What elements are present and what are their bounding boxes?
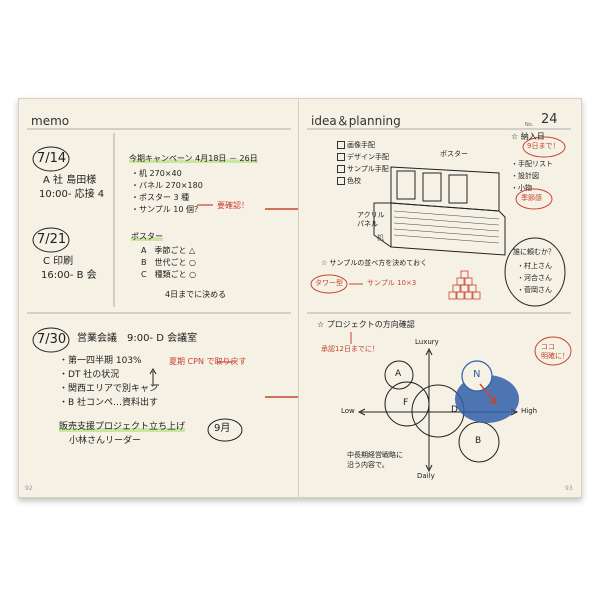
checklist-item-4[interactable]: 色校 — [337, 177, 361, 185]
sample-pyramid — [448, 270, 481, 300]
axis-left-label: Low — [341, 407, 355, 415]
project-note: 中長期経営戦略に 沿う内容で。 — [347, 451, 403, 469]
checklist-item-2[interactable]: デザイン手配 — [337, 153, 389, 161]
circle-label-d: D — [451, 405, 458, 415]
entry3-project: 販売支援プロジェクト立ち上げ — [59, 422, 186, 432]
delivery-item-3: ・小物 — [511, 184, 532, 192]
sample-tower: タワー型 — [315, 279, 343, 287]
highlight-scribble — [455, 360, 519, 423]
sample-title: ☆ サンプルの並べ方を決めておく — [321, 259, 428, 267]
delivery-item-1: ・手配リスト — [511, 160, 553, 168]
no-value: 24 — [541, 112, 558, 127]
right-page-drawing — [307, 128, 572, 473]
sample-label: サンプル 10×3 — [367, 279, 417, 287]
entry3-month: 9月 — [214, 423, 231, 434]
planning-header: idea＆planning — [311, 114, 401, 128]
entry3-note: 夏期 CPN で取り戻す — [169, 357, 247, 366]
right-page-number: 93 — [565, 485, 573, 492]
sketch-label-panel: アクリル パネル — [357, 211, 385, 229]
entry3-item-3: ・関西エリアで別キャン — [59, 384, 159, 394]
campaign-item-3: ・ポスター 3 種 — [131, 193, 190, 202]
project-deadline: 承認12日までに！ — [321, 345, 379, 353]
campaign-item-4: ・サンプル 10 個？ — [131, 205, 203, 214]
axis-top-label: Luxury — [415, 338, 439, 346]
ask-name-1: ・村上さん — [517, 262, 552, 270]
left-page: memo 92 7/14 A 社 島田様 10:00- 応接 4 7/21 C … — [19, 99, 323, 497]
entry1-line2: 10:00- 応接 4 — [39, 189, 105, 200]
project-title: ☆ プロジェクトの方向確認 — [317, 320, 415, 329]
right-page: idea＆planning No. 24 93 — [299, 99, 581, 497]
entry3-heading: 営業会議 9:00- D 会議室 — [77, 333, 198, 344]
poster-title: ポスター — [131, 232, 163, 241]
left-page-number: 92 — [25, 485, 33, 492]
campaign-item-2: ・パネル 270×180 — [131, 181, 203, 190]
ask-name-2: ・河合さん — [517, 274, 552, 282]
booth-sketch — [373, 166, 506, 256]
poster-item-a: A 季節ごと △ — [141, 246, 196, 255]
entry3-date: 7/30 — [37, 332, 67, 347]
entry2-line2: 16:00- B 会 — [41, 270, 97, 281]
poster-item-b: B 世代ごと ○ — [141, 258, 197, 267]
poster-item-c: C 種類ごと ○ — [141, 270, 197, 279]
checklist-item-1[interactable]: 画像手配 — [337, 141, 375, 149]
entry1-line1: A 社 島田様 — [43, 175, 97, 186]
circle-label-f: F — [403, 398, 409, 408]
delivery-item-2: ・設計図 — [511, 172, 539, 180]
memo-header: memo — [31, 114, 70, 128]
circle-label-b: B — [475, 436, 482, 446]
entry2-line1: C 印刷 — [43, 256, 74, 267]
circle-label-n: N — [473, 369, 481, 380]
entry1-date: 7/14 — [37, 151, 67, 166]
delivery-title: ☆ 納入日 — [511, 132, 545, 141]
ask-title: 誰に頼むか？ — [513, 248, 555, 256]
notebook-spread: memo 92 7/14 A 社 島田様 10:00- 応接 4 7/21 C … — [18, 98, 582, 498]
campaign-title: 今期キャンペーン 4月18日 － 26日 — [129, 154, 258, 163]
entry3-leader: 小林さんリーダー — [69, 436, 142, 446]
checklist-item-3[interactable]: サンプル手配 — [337, 165, 389, 173]
no-label: No. — [525, 122, 534, 128]
circle-label-a: A — [395, 369, 402, 379]
delivery-stamp: 季節感 — [521, 194, 542, 202]
entry3-item-1: ・第一四半期 103% — [59, 356, 142, 366]
entry2-date: 7/21 — [37, 232, 67, 247]
project-callout: ココ 明確に！ — [541, 343, 569, 361]
campaign-note: 要確認！ — [217, 201, 249, 210]
entry3-item-2: ・DT 社の状況 — [59, 370, 120, 380]
entry3-item-4: ・B 社コンペ…資料出す — [59, 398, 159, 408]
ask-name-3: ・菅岡さん — [517, 286, 552, 294]
campaign-item-1: ・机 270×40 — [131, 169, 182, 178]
poster-note: 4日までに決める — [165, 290, 227, 299]
sketch-label-desk: 机 — [377, 234, 384, 242]
sketch-label-poster: ポスター — [440, 150, 468, 158]
axis-right-label: High — [521, 407, 538, 415]
delivery-badge: 9日まで！ — [527, 142, 560, 150]
axis-bottom-label: Daily — [417, 472, 435, 480]
